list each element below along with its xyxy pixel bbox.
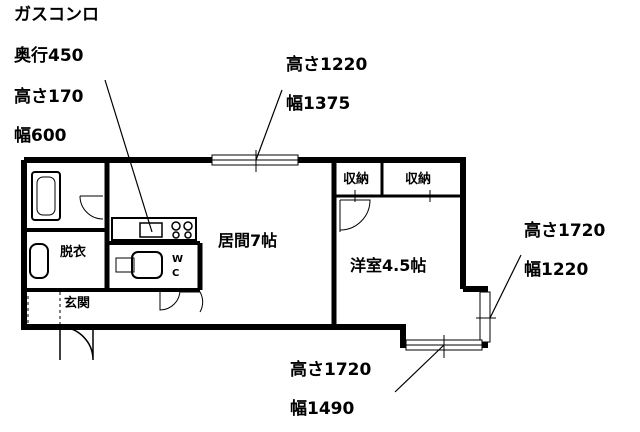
door-entrance-main	[59, 326, 94, 361]
toilet	[131, 251, 163, 279]
top-window-width-label: 幅1375	[286, 94, 351, 114]
stove-burner-1	[171, 221, 181, 231]
bottom-window-height-label: 高さ1720	[290, 360, 372, 380]
stove-height-label: 高さ170	[14, 87, 84, 107]
stove-burner-4	[184, 231, 192, 239]
room-entrance-label: 玄関	[64, 296, 91, 311]
room-storage-left-label: 収納	[343, 172, 370, 187]
right-window-width-label: 幅1220	[524, 260, 589, 280]
right-window-height-label: 高さ1720	[524, 221, 606, 241]
leader-stove	[104, 79, 153, 233]
leader-right-window	[489, 254, 522, 319]
outer-wall	[21, 157, 488, 348]
room-wc-w-label: W	[172, 254, 184, 265]
room-storage-right-label: 収納	[405, 172, 432, 187]
sink	[139, 222, 163, 238]
toilet-inner	[115, 257, 135, 273]
bathtub-inner	[36, 176, 56, 216]
room-living-label: 居間7帖	[218, 231, 278, 250]
bottom-window-width-label: 幅1490	[290, 399, 355, 419]
stove-burner-3	[172, 231, 180, 239]
stove-burner-2	[183, 221, 193, 231]
room-wc-c-label: C	[172, 268, 180, 279]
leader-top-window	[255, 89, 283, 161]
window-right	[479, 291, 491, 343]
door-bath	[79, 195, 104, 220]
washbasin	[29, 243, 49, 279]
kitchen-counter	[111, 217, 197, 241]
door-living	[180, 291, 204, 313]
stove-width-label: 幅600	[14, 126, 67, 146]
door-wc	[159, 289, 181, 311]
tick-marks	[255, 150, 496, 358]
top-window-height-label: 高さ1220	[286, 55, 368, 75]
room-dressing-label: 脱衣	[60, 245, 87, 260]
stove-name-label: ガスコンロ	[14, 5, 99, 25]
room-western-label: 洋室4.5帖	[350, 256, 427, 275]
bathtub	[31, 171, 61, 221]
leader-bottom-window	[394, 344, 445, 393]
stove-depth-label: 奥行450	[14, 46, 84, 66]
door-storage	[339, 199, 371, 231]
